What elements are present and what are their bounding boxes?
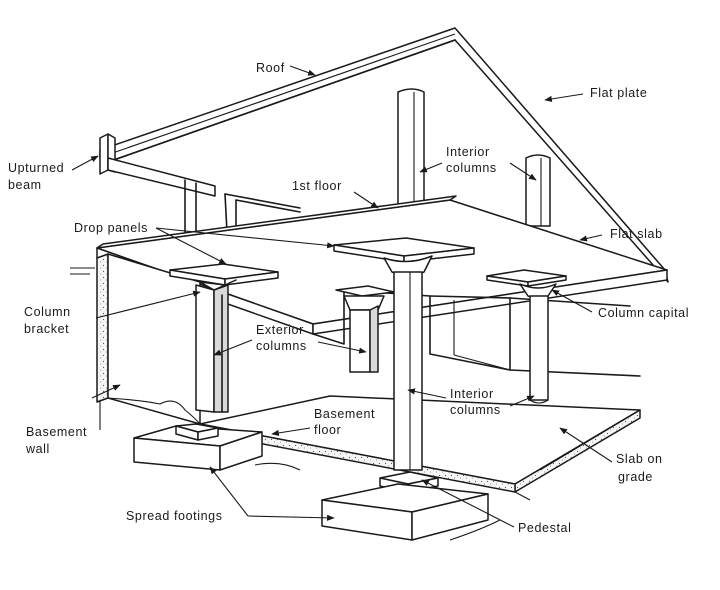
front-interior-column <box>321 237 489 541</box>
label-slab-on-grade-2: grade <box>618 470 653 484</box>
label-upturned-beam-2: beam <box>8 178 42 192</box>
leader-lines <box>71 65 613 528</box>
bracket-column <box>335 285 395 373</box>
label-column-bracket-2: bracket <box>24 322 69 336</box>
capital-column <box>486 269 567 404</box>
label-upturned-beam-1: Upturned <box>8 161 64 175</box>
upper-columns <box>397 88 551 227</box>
label-interior-columns-top-1: Interior <box>446 145 490 159</box>
label-slab-on-grade-1: Slab on <box>616 452 663 466</box>
label-basement-floor-1: Basement <box>314 407 375 421</box>
label-first-floor: 1st floor <box>292 179 342 193</box>
label-column-bracket-1: Column <box>24 305 71 319</box>
label-interior-columns-bottom-1: Interior <box>450 387 494 401</box>
label-exterior-columns-1: Exterior <box>256 323 304 337</box>
upturned-beam <box>99 133 301 233</box>
label-basement-floor-2: floor <box>314 423 341 437</box>
label-spread-footings: Spread footings <box>126 509 223 523</box>
label-flat-plate: Flat plate <box>590 86 647 100</box>
label-basement-wall-1: Basement <box>26 425 87 439</box>
first-floor-slab <box>96 195 668 335</box>
label-drop-panels: Drop panels <box>74 221 148 235</box>
label-pedestal: Pedestal <box>518 521 571 535</box>
label-interior-columns-bottom-2: columns <box>450 403 501 417</box>
labels: Roof Flat plate Upturned beam Interior c… <box>8 61 689 535</box>
ground-lines <box>70 267 641 541</box>
label-interior-columns-top-2: columns <box>446 161 497 175</box>
label-roof: Roof <box>256 61 285 75</box>
exterior-column <box>133 263 279 471</box>
label-column-capital: Column capital <box>598 306 689 320</box>
basement-walls <box>96 253 641 425</box>
label-flat-slab: Flat slab <box>610 227 663 241</box>
label-exterior-columns-2: columns <box>256 339 307 353</box>
label-basement-wall-2: wall <box>25 442 50 456</box>
